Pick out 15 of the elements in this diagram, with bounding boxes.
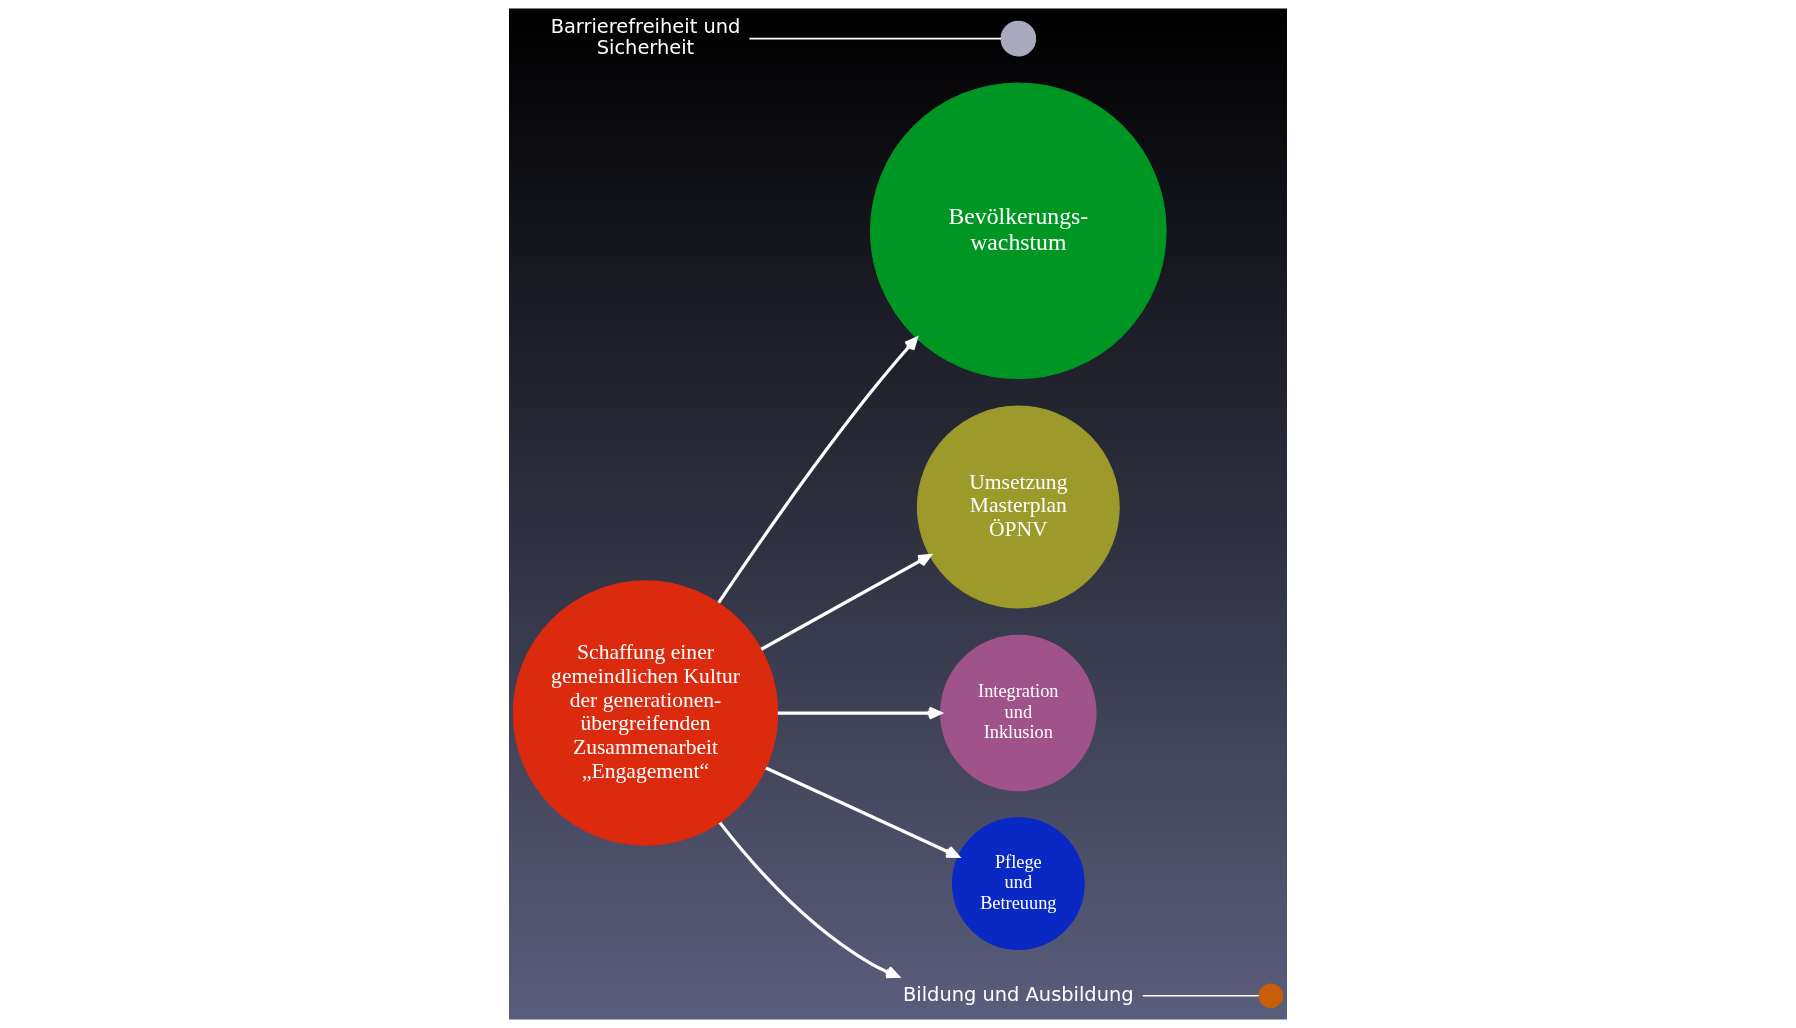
node-circle: Bevölkerungs- wachstum: [869, 82, 1167, 380]
node-text: Barrierefreiheit und Sicherheit: [550, 14, 741, 60]
connector: [748, 37, 1002, 40]
node-circle: Integration und Inklusion: [940, 634, 1097, 792]
arrow: [718, 821, 900, 979]
arrow: [717, 336, 918, 604]
arrow: [765, 766, 960, 858]
node-circle: [1000, 20, 1037, 57]
node-circle: [1258, 983, 1284, 1009]
connector: [1141, 995, 1260, 997]
arrow: [760, 554, 932, 651]
node-circle: Pflege und Betreuung: [951, 817, 1085, 950]
node-circle: Schaffung einer gemeindlichen Kultur der generationen- übergreifenden Zusammenarbeit „Engagement“: [512, 580, 779, 846]
node-text: Bildung und Ausbildung: [903, 982, 1134, 1006]
arrow: [777, 706, 942, 720]
